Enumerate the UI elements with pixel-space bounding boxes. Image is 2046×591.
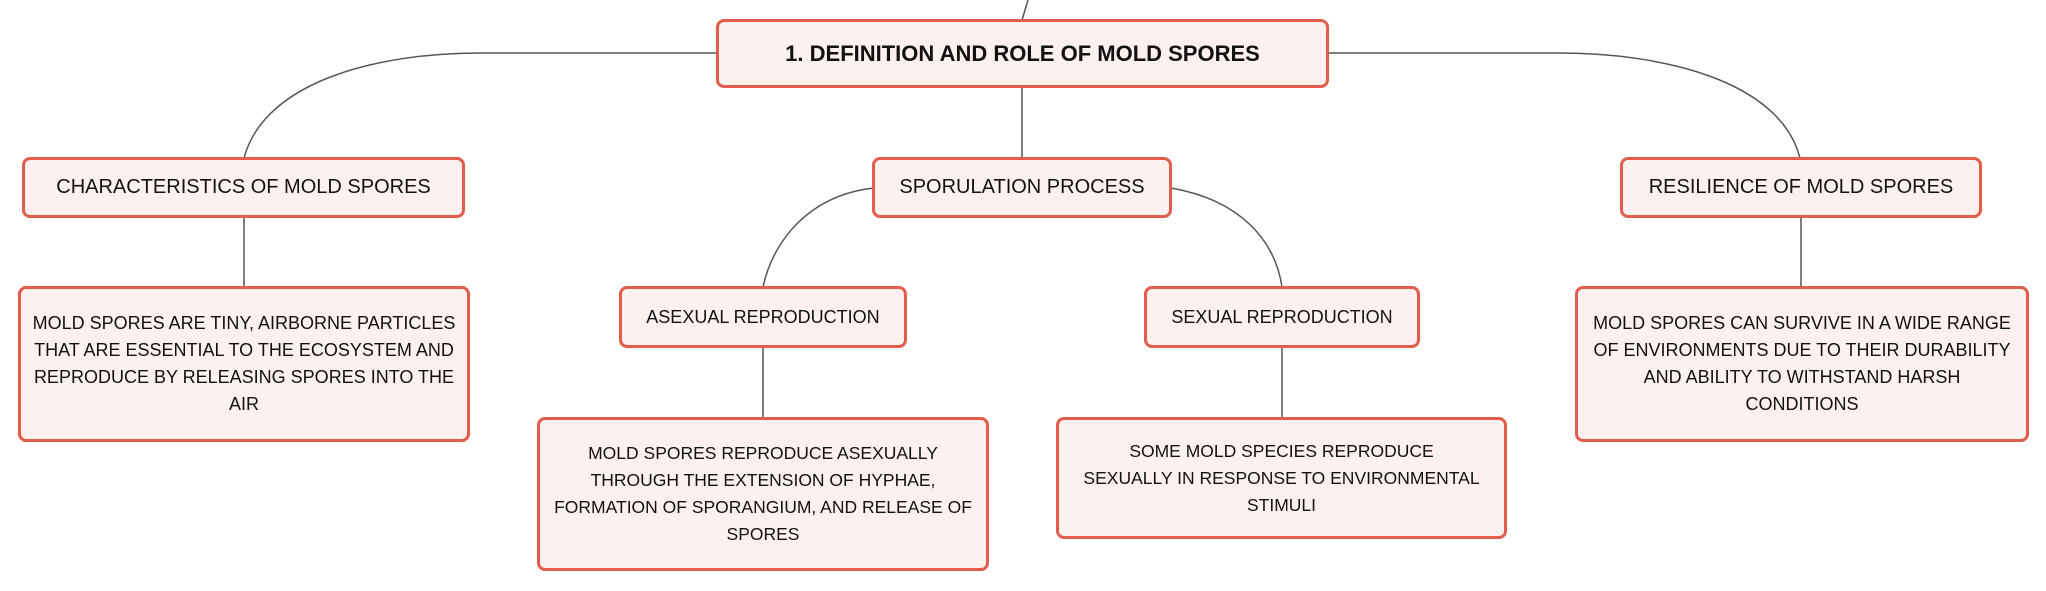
root-topic-node[interactable]: 1. DEFINITION AND ROLE OF MOLD SPORES [716,19,1329,88]
resilience-topic-node[interactable]: RESILIENCE OF MOLD SPORES [1620,157,1982,218]
sexual-detail-node[interactable]: SOME MOLD SPECIES REPRODUCE SEXUALLY IN … [1056,417,1507,539]
asexual-reproduction-node[interactable]: ASEXUAL REPRODUCTION [619,286,907,348]
characteristics-topic-node[interactable]: CHARACTERISTICS OF MOLD SPORES [22,157,465,218]
asexual-detail-node[interactable]: MOLD SPORES REPRODUCE ASEXUALLY THROUGH … [537,417,989,571]
connector-sporulation-to-asexual [762,187,875,288]
resilience-detail-node[interactable]: MOLD SPORES CAN SURVIVE IN A WIDE RANGE … [1575,286,2029,442]
connector-parent-to-root [1021,0,1029,21]
connector-root-to-characteristics [243,52,716,159]
sexual-reproduction-node[interactable]: SEXUAL REPRODUCTION [1144,286,1420,348]
connector-root-to-resilience [1328,52,1801,159]
characteristics-detail-node[interactable]: MOLD SPORES ARE TINY, AIRBORNE PARTICLES… [18,286,470,442]
connector-sporulation-to-sexual [1170,187,1283,288]
sporulation-topic-node[interactable]: SPORULATION PROCESS [872,157,1172,218]
